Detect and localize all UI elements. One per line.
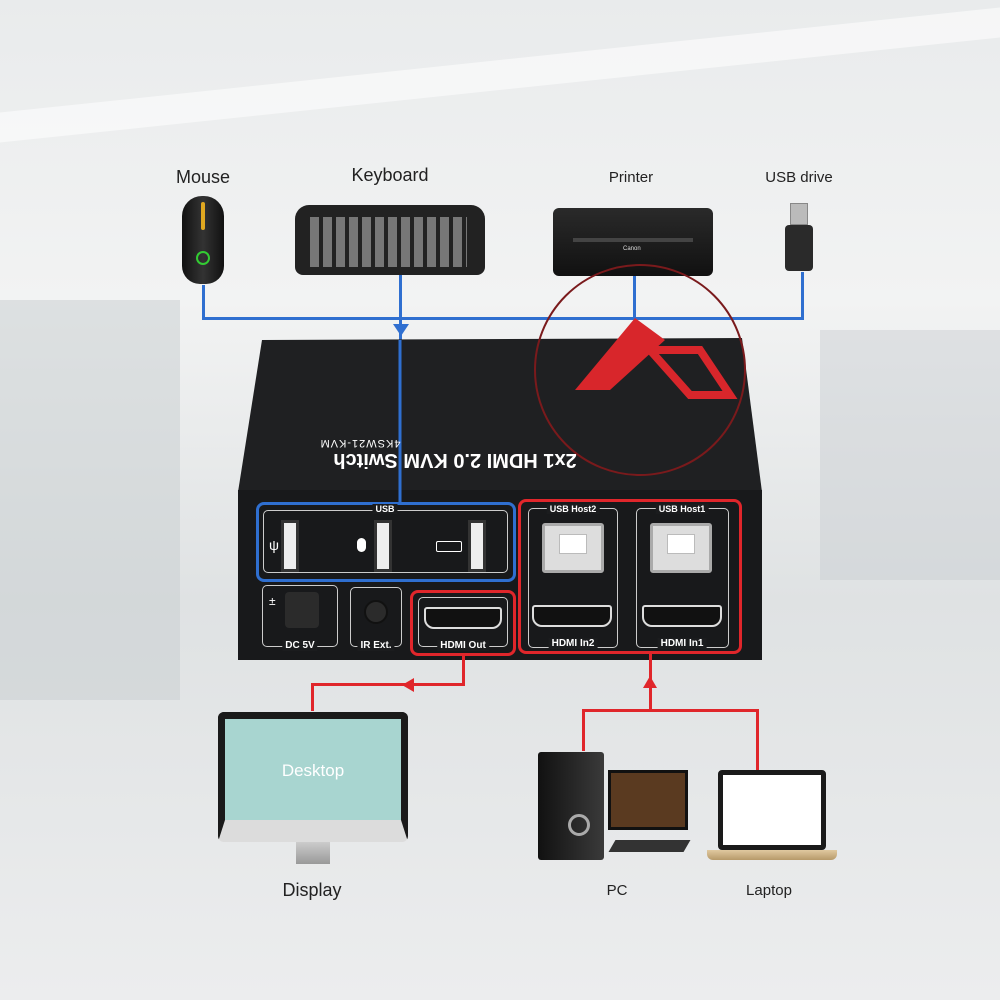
hdmi-in1-label: HDMI In1 [657,638,707,649]
logo-mark [575,318,665,390]
background-window [820,330,1000,580]
arrow-left-icon [402,678,414,692]
usb-b-port-host2[interactable] [542,523,604,573]
usb-a-port-mouse[interactable] [374,520,392,572]
hdmi-out-group [410,590,516,656]
laptop-label: Laptop [746,882,792,899]
usb-a-port-keyboard[interactable] [468,520,486,572]
pc-label: PC [606,882,628,899]
kvm-model: 4KSW21-KVM [319,437,401,449]
usb-line [202,285,205,320]
keyboard-icon [436,541,462,552]
hdmi-out-label: HDMI Out [437,640,489,651]
keyboard-image [295,205,485,275]
dc-port-panel: ± [262,585,338,647]
laptop-base [707,850,837,860]
pc-keyboard [608,840,691,852]
power-polarity-icon: ± [269,594,276,608]
hdmi-line [311,683,314,711]
usb-line [801,272,804,320]
dc-5v-label: DC 5V [282,640,318,651]
mouse-icon [357,538,366,552]
hdmi-line [756,709,759,771]
display-monitor: Desktop [218,712,408,842]
hdmi-in2-label: HDMI In2 [548,638,598,649]
usb-drive-image [785,225,813,271]
hdmi-out-port[interactable] [424,607,502,629]
usb-line [633,276,636,320]
usb-label: USB [372,504,398,514]
hdmi-line [582,709,759,712]
arrow-down-icon [393,324,409,336]
usb-b-port-host1[interactable] [650,523,712,573]
usb-host1-label: USB Host1 [655,504,709,514]
ir-ext-label[interactable]: IR Ext. [357,640,395,651]
hdmi-in2-port[interactable] [532,605,612,627]
usb-host2-label: USB Host2 [546,504,600,514]
display-screen-text: Desktop [281,761,345,780]
logo-circle [534,264,746,476]
printer-label: Printer [608,169,654,186]
usb-a-port[interactable] [281,520,299,572]
usb-drive-connector [790,203,808,225]
mouse-image [182,196,224,284]
usb-ports-group [256,502,516,582]
hdmi-in1-port[interactable] [642,605,722,627]
printer-brand-logo: Canon [623,246,641,252]
laptop-screen [718,770,826,850]
kvm-switch-body [238,264,762,660]
mouse-label: Mouse [175,167,231,187]
usb-drive-label: USB drive [765,169,833,186]
ir-port-panel [350,587,402,647]
background-window [0,300,180,700]
hdmi-line [311,683,465,686]
host-ports-group [518,499,742,654]
arrow-up-icon [643,676,657,688]
display-stand [296,842,330,864]
usb-symbol-icon: ψ [269,537,279,553]
usb-line [202,317,804,320]
display-label: Display [282,880,342,900]
hdmi-line [582,709,585,751]
pc-tower [538,752,604,860]
kvm-title: 2x1 HDMI 2.0 KVM Switch [333,449,577,471]
keyboard-label: Keyboard [351,165,429,185]
hdmi-line [462,656,465,686]
pc-monitor [608,770,688,830]
